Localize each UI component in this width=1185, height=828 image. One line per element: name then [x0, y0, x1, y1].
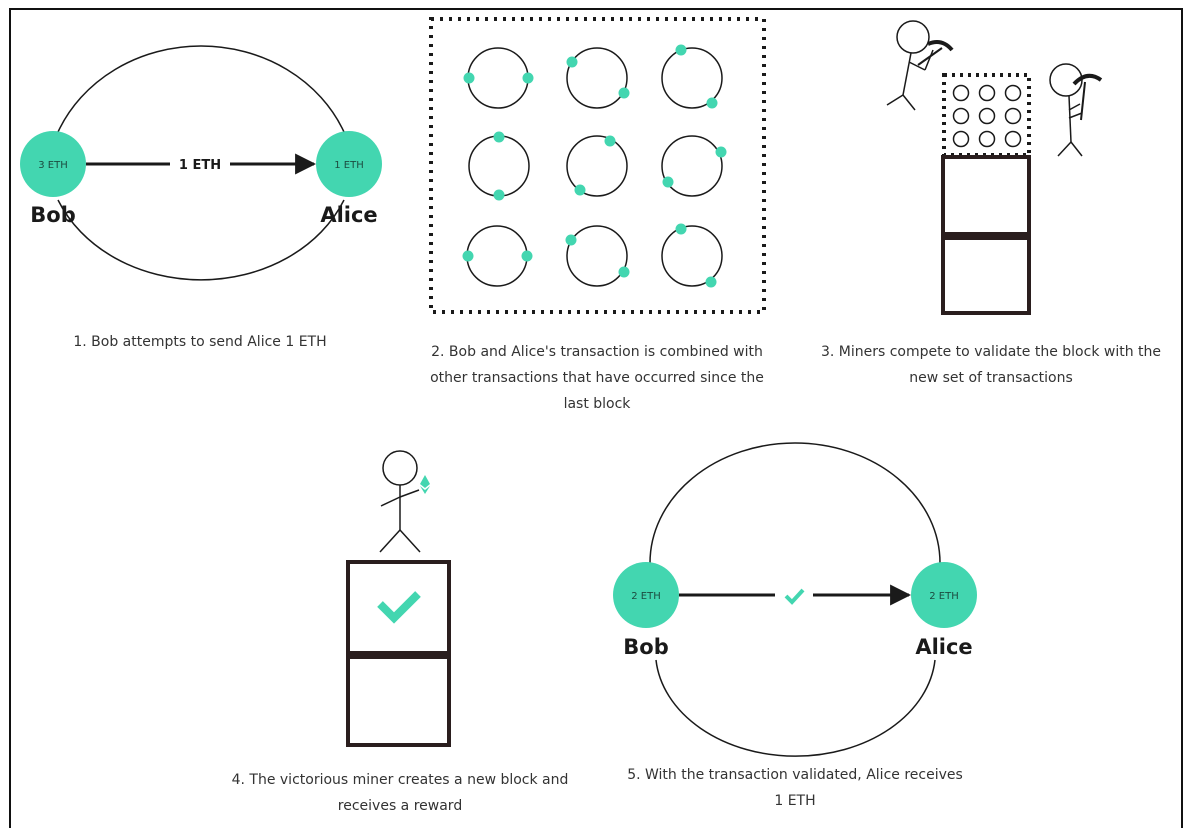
step4-block-seam — [348, 651, 449, 658]
step1-network-lower-arc — [57, 199, 345, 281]
tx-1 — [463, 47, 534, 109]
step2-panel — [429, 17, 766, 314]
tx-6 — [661, 135, 727, 197]
victorious-miner-figure — [379, 450, 421, 553]
step1-bob-label: Bob — [30, 203, 75, 227]
step2-caption-line: last block — [563, 396, 631, 412]
step3-panel — [886, 20, 1103, 315]
step2-caption-line: 2. Bob and Alice's transaction is combin… — [431, 344, 763, 360]
step5-alice-label: Alice — [915, 635, 972, 659]
miner-left-figure — [886, 20, 934, 111]
tx-8 — [565, 225, 630, 287]
checkmark-icon — [784, 588, 805, 605]
tx-7 — [462, 225, 533, 287]
tx-2 — [566, 47, 630, 109]
step1-bob-balance: 3 ETH — [38, 160, 68, 171]
step1-caption: 1. Bob attempts to send Alice 1 ETH — [20, 329, 380, 355]
step3-block-seam — [943, 232, 1029, 239]
step3-pending-block — [942, 73, 1031, 157]
tx-9 — [661, 223, 723, 288]
step5-caption-line: 1 ETH — [774, 793, 816, 809]
step5-alice-balance: 2 ETH — [929, 591, 959, 602]
diagram-frame — [9, 8, 1183, 828]
step3-caption: 3. Miners compete to validate the block … — [800, 339, 1182, 391]
step5-caption-line: 5. With the transaction validated, Alice… — [627, 767, 963, 783]
pickaxe-icon — [917, 40, 954, 66]
step4-block-bottom — [346, 655, 451, 747]
step1-alice-label: Alice — [320, 203, 377, 227]
step1-alice-node — [316, 131, 382, 197]
step3-pending-transactions — [952, 84, 1022, 148]
step5-network-lower-arc — [655, 659, 936, 757]
step1-network-upper-arc — [57, 45, 345, 133]
step2-caption: 2. Bob and Alice's transaction is combin… — [407, 339, 787, 417]
step5-bob-balance: 2 ETH — [631, 591, 661, 602]
checkmark-icon — [377, 591, 421, 624]
tx-4 — [468, 131, 530, 201]
step1-panel: 3 ETH 1 ETH 1 ETH Bob Alice — [20, 45, 382, 281]
tx-3 — [661, 44, 723, 109]
step5-panel: 2 ETH 2 ETH Bob Alice — [613, 442, 977, 757]
step1-transfer-amount: 1 ETH — [179, 158, 221, 173]
step1-caption-line: 1. Bob attempts to send Alice 1 ETH — [73, 334, 327, 350]
step3-block-top — [941, 155, 1031, 237]
step4-caption-line: receives a reward — [337, 798, 463, 814]
step5-alice-node — [911, 562, 977, 628]
step5-network-upper-arc — [649, 442, 941, 564]
eth-reward-icon — [420, 475, 430, 494]
step5-bob-label: Bob — [623, 635, 668, 659]
step2-caption-line: other transactions that have occurred si… — [430, 370, 764, 386]
step3-caption-line: new set of transactions — [909, 370, 1073, 386]
step1-alice-balance: 1 ETH — [334, 160, 364, 171]
step2-mempool-box — [429, 17, 766, 314]
pickaxe-icon — [1072, 73, 1103, 121]
step3-block-bottom — [941, 236, 1031, 315]
step5-caption: 5. With the transaction validated, Alice… — [605, 762, 985, 814]
step5-bob-node — [613, 562, 679, 628]
step4-panel — [346, 450, 451, 747]
step4-caption: 4. The victorious miner creates a new bl… — [210, 767, 590, 819]
step1-bob-node — [20, 131, 86, 197]
step4-caption-line: 4. The victorious miner creates a new bl… — [231, 772, 569, 788]
miner-right-figure — [1049, 63, 1083, 157]
tx-5 — [566, 135, 628, 197]
step3-caption-line: 3. Miners compete to validate the block … — [820, 344, 1162, 360]
